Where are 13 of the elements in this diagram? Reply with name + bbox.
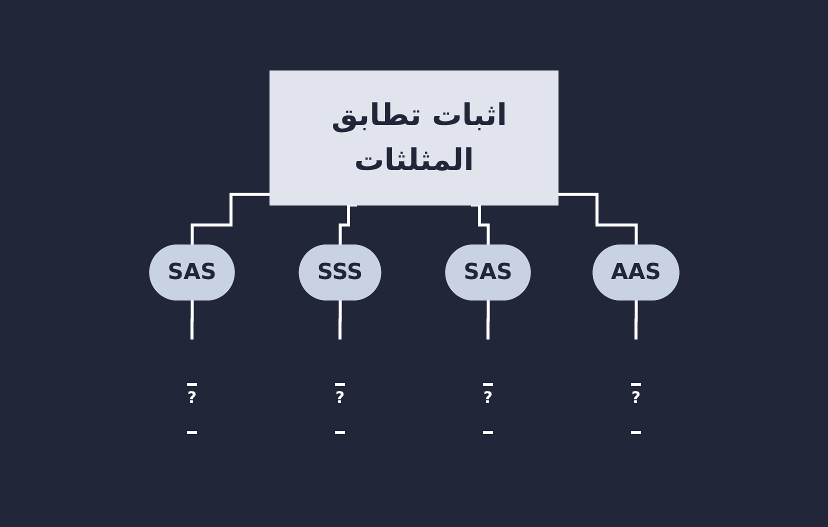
node-text: ?	[631, 388, 641, 407]
node-text: ?	[335, 388, 345, 407]
node-text: ?	[483, 388, 493, 407]
node-box: اثبات تطابق المثلثات	[270, 70, 558, 206]
connector	[558, 192, 638, 247]
connector	[486, 299, 490, 342]
connector	[338, 299, 342, 342]
connector	[190, 192, 270, 247]
connector	[338, 204, 357, 247]
connector	[471, 204, 490, 247]
node-text: ?	[187, 388, 197, 407]
connector	[634, 299, 638, 342]
connector	[190, 299, 194, 342]
